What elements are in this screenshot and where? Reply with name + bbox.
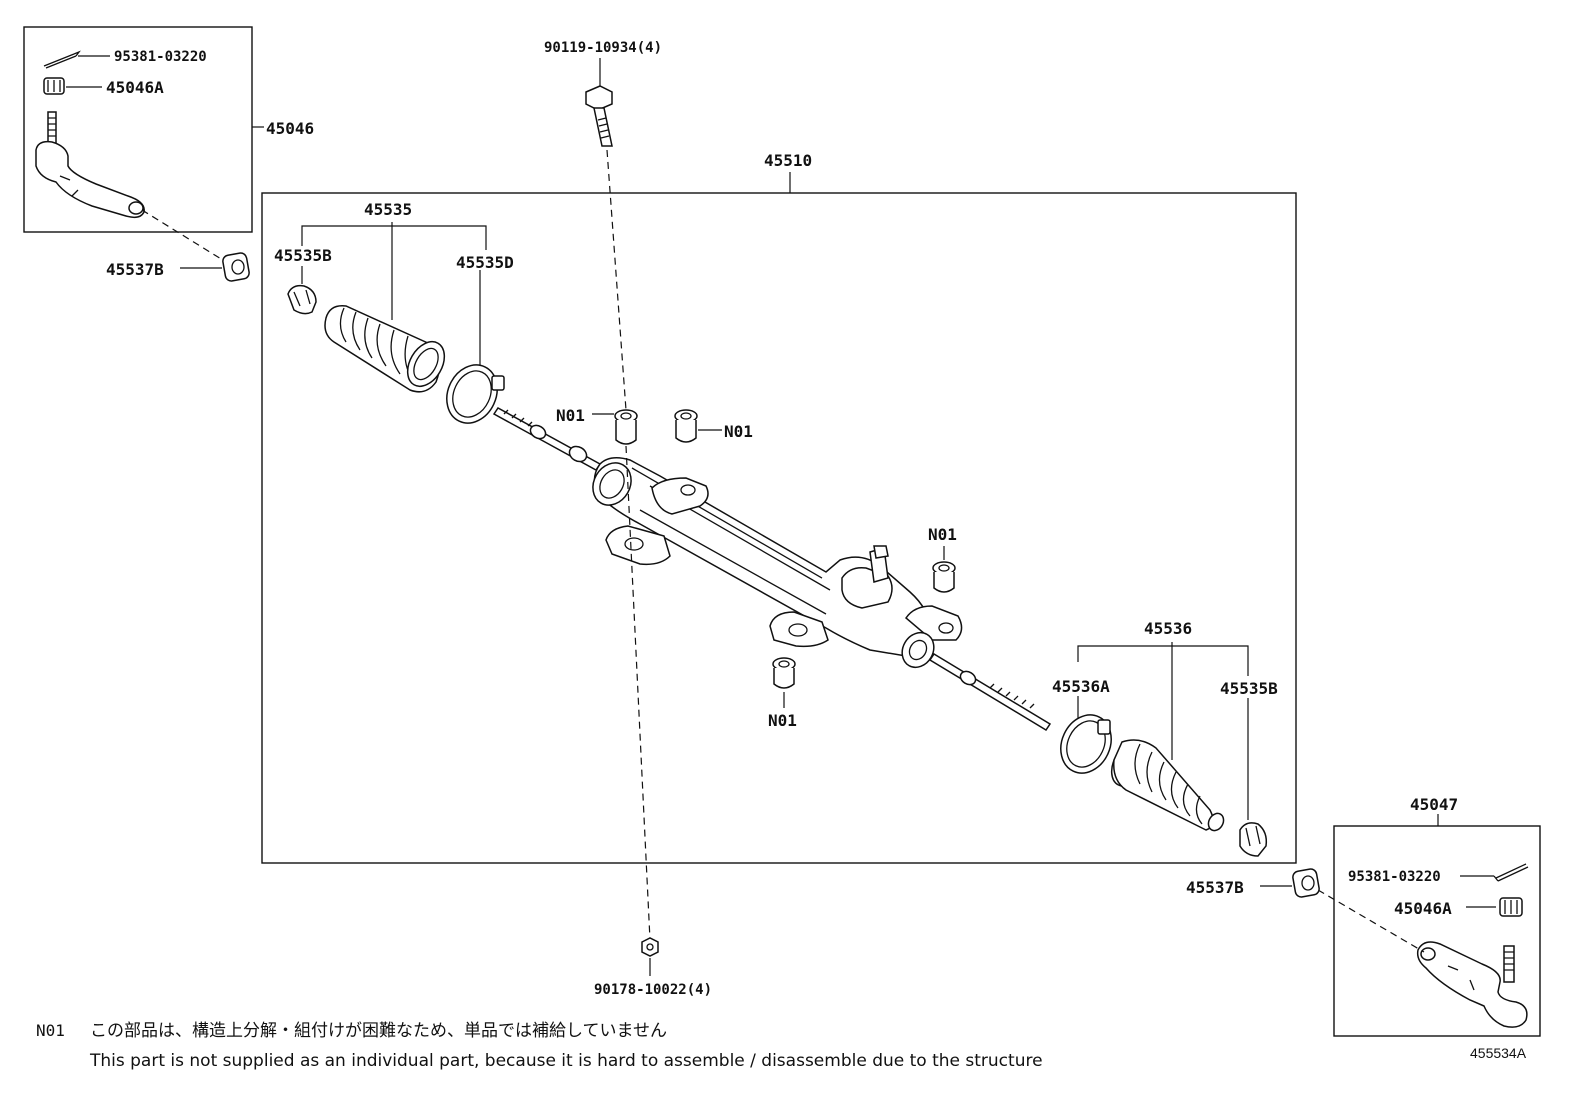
castle-nut-right-icon — [1499, 897, 1523, 917]
castle-nut-left-icon — [43, 77, 65, 95]
label-45536[interactable]: 45536 — [1144, 619, 1192, 638]
label-n01-a[interactable]: N01 — [556, 406, 585, 425]
tie-rod-end-left-icon — [35, 111, 145, 219]
label-45046A-left[interactable]: 45046A — [106, 78, 164, 97]
label-45537B-left[interactable]: 45537B — [106, 260, 164, 279]
cotter-pin-right-icon — [1493, 863, 1529, 882]
inner-tie-rod-right-icon — [928, 652, 1052, 732]
tie-rod-end-right-icon — [1416, 941, 1528, 1028]
seal-45537B-right-icon — [1292, 868, 1320, 898]
label-90178-10022[interactable]: 90178-10022(4) — [594, 982, 712, 998]
seal-45537B-left-icon — [222, 252, 250, 282]
label-45537B-right[interactable]: 45537B — [1186, 878, 1244, 897]
label-45535B-right[interactable]: 45535B — [1220, 679, 1278, 698]
tie-rod-end-right-assembly: 95381-03220 45046A — [1333, 825, 1541, 1037]
rack-housing-icon — [592, 457, 963, 669]
mounting-bolt-icon — [585, 85, 613, 147]
label-45536A[interactable]: 45536A — [1052, 677, 1110, 696]
label-45535B-left[interactable]: 45535B — [274, 246, 332, 265]
bushing-n01-d-icon — [772, 657, 796, 689]
rack-boot-left-icon — [324, 305, 446, 393]
steering-rack-assembly-box — [261, 192, 1297, 864]
label-45535[interactable]: 45535 — [364, 200, 412, 219]
boot-clip-left-icon — [287, 284, 317, 315]
bushing-n01-a-icon — [614, 409, 638, 445]
footnote-code: N01 — [36, 1021, 65, 1040]
mounting-nut-icon — [641, 937, 659, 957]
label-90119-10934[interactable]: 90119-10934(4) — [544, 40, 662, 56]
label-45535D[interactable]: 45535D — [456, 253, 514, 272]
tie-rod-end-right-box — [1333, 825, 1541, 1037]
bushing-n01-b-icon — [674, 409, 698, 443]
label-n01-b[interactable]: N01 — [724, 422, 753, 441]
rack-boot-right-icon — [1110, 739, 1225, 832]
label-95381-03220-left[interactable]: 95381-03220 — [114, 49, 207, 65]
bushing-n01-c-icon — [932, 561, 956, 593]
cotter-pin-left-icon — [43, 50, 81, 69]
tie-rod-end-left-assembly: 95381-03220 45046A 45046 — [23, 26, 314, 233]
footnote-text-english: This part is not supplied as an individu… — [89, 1051, 1043, 1071]
boot-clamp-left-icon — [446, 364, 505, 424]
boot-clamp-right-icon — [1060, 714, 1112, 774]
catalog-number: 455534A — [1470, 1045, 1527, 1061]
label-45046[interactable]: 45046 — [266, 119, 314, 138]
label-45047[interactable]: 45047 — [1410, 795, 1458, 814]
label-45510[interactable]: 45510 — [764, 151, 812, 170]
label-n01-c[interactable]: N01 — [928, 525, 957, 544]
tie-rod-end-left-box — [23, 26, 253, 233]
footnote-text-japanese: この部品は、構造上分解・組付けが困難なため、単品では補給していません — [90, 1021, 667, 1041]
label-95381-03220-right[interactable]: 95381-03220 — [1348, 869, 1441, 885]
label-n01-d[interactable]: N01 — [768, 711, 797, 730]
label-45046A-right[interactable]: 45046A — [1394, 899, 1452, 918]
boot-clip-right-icon — [1239, 822, 1268, 857]
